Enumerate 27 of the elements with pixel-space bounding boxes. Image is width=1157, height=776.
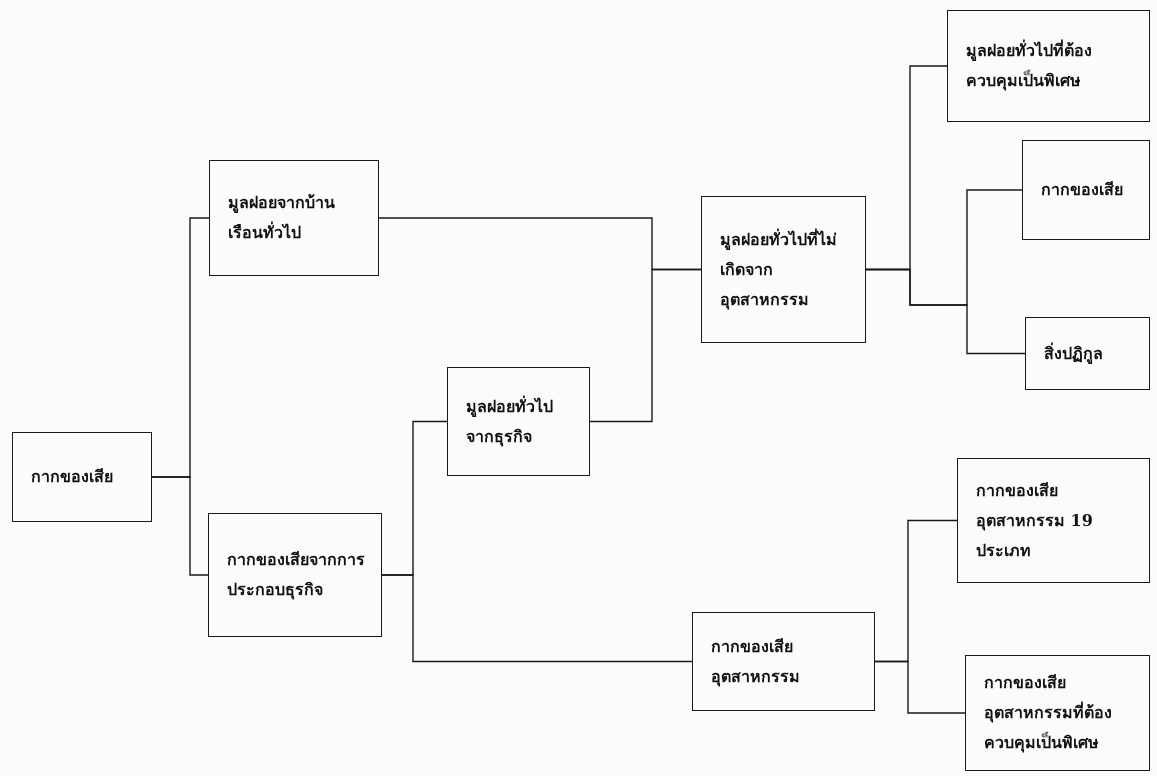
category-box	[447, 367, 590, 476]
category-box	[1025, 317, 1150, 390]
category-label: กากของเสียอุตสาหกรรม	[711, 635, 801, 689]
category-box	[208, 513, 382, 637]
category-label: กากของเสียอุตสาหกรรมที่ต้องควบคุมเป็นพิเศษ	[984, 672, 1113, 755]
category-box	[12, 432, 152, 522]
category-label: มูลฝอยจากบ้านเรือนทั่วไป	[228, 192, 336, 244]
connector-line	[865, 268, 1026, 355]
category-box	[1022, 140, 1150, 240]
category-label: กากของเสียจากการประกอบธุรกิจ	[227, 549, 366, 602]
category-box	[957, 458, 1150, 583]
category-box	[692, 612, 875, 711]
category-box	[209, 160, 379, 276]
category-box	[965, 655, 1150, 771]
category-label: มูลฝอยทั่วไปจากธุรกิจ	[466, 394, 554, 449]
connector-line	[589, 268, 702, 423]
category-label: กากของเสียอุตสาหกรรม 19 ประเภท	[976, 479, 1094, 562]
category-label: มูลฝอยทั่วไปที่ต้องควบคุมเป็นพิเศษ	[966, 38, 1093, 93]
category-label: กากของเสีย	[1041, 179, 1124, 201]
connector-line	[874, 660, 966, 714]
category-label: สิ่งปฏิกูล	[1044, 341, 1104, 366]
category-label: กากของเสีย	[31, 466, 114, 488]
category-box	[701, 196, 866, 343]
category-label: มูลฝอยทั่วไปที่ไม่เกิดจากอุตสาหกรรม	[720, 227, 838, 312]
category-box	[947, 10, 1150, 122]
connector-line	[151, 476, 209, 576]
connector-line	[381, 574, 693, 663]
